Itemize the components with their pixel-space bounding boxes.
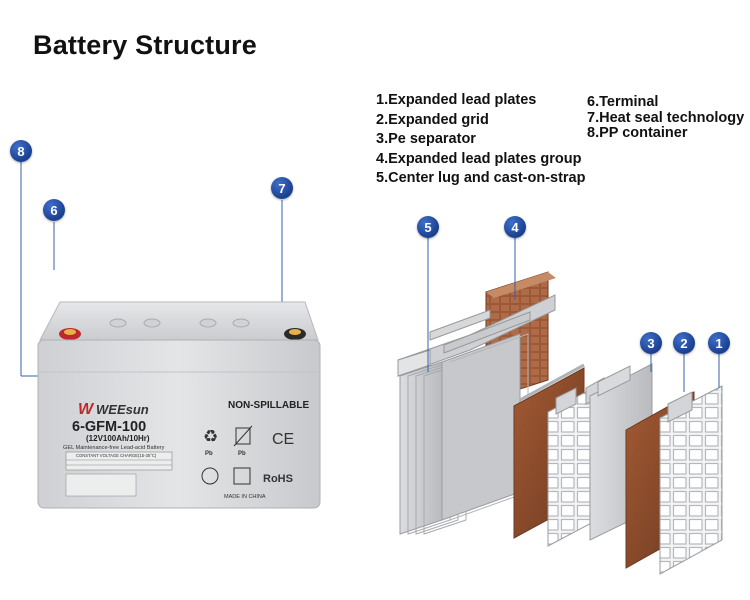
legend-item: 7.Heat seal technology — [587, 109, 745, 126]
svg-text:W: W — [78, 401, 95, 418]
svg-text:RoHS: RoHS — [263, 473, 293, 485]
svg-text:Pb: Pb — [205, 451, 213, 457]
badge-3: 3 — [640, 332, 662, 354]
badge-5: 5 — [417, 216, 439, 238]
badge-7: 7 — [271, 177, 293, 199]
plate-group — [397, 271, 556, 535]
badge-6: 6 — [43, 199, 65, 221]
svg-text:(12V100Ah/10Hr): (12V100Ah/10Hr) — [86, 434, 150, 443]
legend-left: 1.Expanded lead plates 2.Expanded grid 3… — [376, 91, 585, 189]
legend-item: 2.Expanded grid — [376, 111, 489, 128]
svg-text:GEL Maintenance-free Lead-acid: GEL Maintenance-free Lead-acid Battery — [63, 445, 165, 451]
svg-text:MADE IN CHINA: MADE IN CHINA — [224, 494, 266, 500]
battery-label: W WEEsun 6-GFM-100 (12V100Ah/10Hr) GEL M… — [63, 400, 309, 500]
legend-item: 8.PP container — [587, 125, 688, 141]
battery-lid — [39, 301, 319, 341]
svg-text:Pb: Pb — [238, 451, 246, 457]
svg-text:6-GFM-100: 6-GFM-100 — [72, 419, 146, 435]
svg-text:CE: CE — [272, 431, 294, 448]
legend-item: 6.Terminal — [587, 94, 659, 110]
legend-item: 1.Expanded lead plates — [376, 92, 537, 108]
badge-1: 1 — [708, 332, 730, 354]
expanded-lead-plate — [659, 385, 723, 575]
legend-item: 3.Pe separator — [376, 131, 476, 147]
badge-8: 8 — [10, 140, 32, 162]
legend-right: 6.Terminal 7.Heat seal technology 8.PP c… — [587, 94, 745, 142]
badge-2: 2 — [673, 332, 695, 354]
svg-text:NON-SPILLABLE: NON-SPILLABLE — [228, 400, 309, 411]
svg-text:WEEsun: WEEsun — [96, 402, 149, 417]
legend-item: 4.Expanded lead plates group — [376, 150, 582, 167]
page-title: Battery Structure — [33, 30, 257, 60]
leader-lines-right — [427, 238, 720, 392]
legend-item: 5.Center lug and cast-on-strap — [376, 170, 586, 186]
badge-4: 4 — [504, 216, 526, 238]
svg-text:♻: ♻ — [203, 427, 218, 447]
svg-text:CONSTANT VOLTAGE CHARGE(15-35°: CONSTANT VOLTAGE CHARGE(15-35°C) — [76, 453, 157, 458]
